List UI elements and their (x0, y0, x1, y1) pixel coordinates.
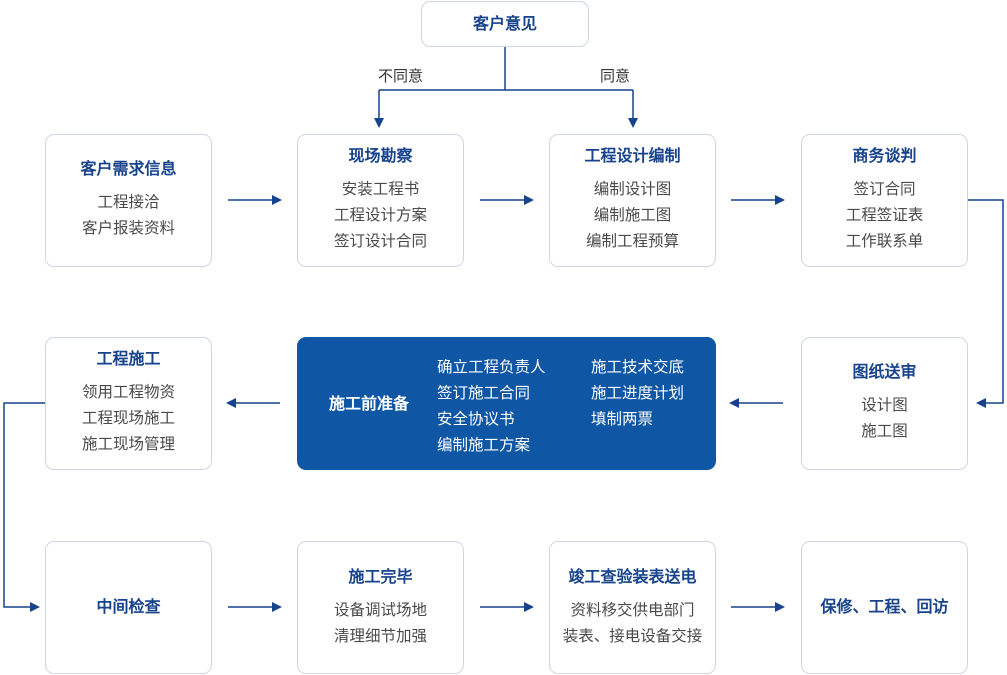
design-title: 工程设计编制 (584, 146, 681, 165)
construction-line-2: 工程现场施工 (81, 409, 175, 427)
design-line-1: 编制设计图 (593, 180, 672, 198)
site-survey-line-1: 安装工程书 (341, 180, 420, 198)
preparation-item: 签订施工合同 (437, 384, 531, 402)
acceptance-box: 竣工查验装表送电 资料移交供电部门 装表、接电设备交接 (549, 541, 716, 674)
arrow-to-inspection (3, 402, 45, 612)
drawing-review-box: 图纸送审 设计图 施工图 (801, 337, 968, 470)
negotiation-line-1: 签订合同 (853, 180, 916, 198)
preparation-item: 施工技术交底 (591, 358, 685, 376)
preparation-item: 施工进度计划 (591, 384, 685, 402)
customer-demand-line-1: 工程接洽 (97, 193, 160, 211)
site-survey-line-3: 签订设计合同 (333, 232, 427, 250)
customer-feedback-title: 客户意见 (472, 14, 537, 33)
preparation-item: 编制施工方案 (437, 436, 531, 454)
design-box: 工程设计编制 编制设计图 编制施工图 编制工程预算 (549, 134, 716, 267)
warranty-title: 保修、工程、回访 (820, 597, 949, 616)
mid-inspection-title: 中间检查 (96, 597, 161, 616)
construction-complete-line-2: 清理细节加强 (333, 627, 427, 645)
disagree-label: 不同意 (378, 67, 424, 85)
arrow-to-review (968, 199, 1004, 408)
preparation-item: 安全协议书 (437, 410, 515, 428)
negotiation-line-3: 工作联系单 (845, 232, 924, 250)
mid-inspection-box: 中间检查 (45, 541, 212, 674)
acceptance-line-1: 资料移交供电部门 (570, 601, 695, 619)
warranty-box: 保修、工程、回访 (801, 541, 968, 674)
construction-complete-line-1: 设备调试场地 (333, 601, 427, 619)
agree-label: 同意 (600, 67, 631, 85)
construction-box: 工程施工 领用工程物资 工程现场施工 施工现场管理 (45, 337, 212, 470)
site-survey-line-2: 工程设计方案 (333, 206, 427, 224)
construction-complete-box: 施工完毕 设备调试场地 清理细节加强 (297, 541, 464, 674)
customer-demand-title: 客户需求信息 (80, 159, 177, 178)
construction-title: 工程施工 (96, 349, 161, 368)
negotiation-line-2: 工程签证表 (845, 206, 924, 224)
site-survey-title: 现场勘察 (348, 146, 413, 165)
negotiation-title: 商务谈判 (852, 146, 917, 165)
preparation-col-1: 确立工程负责人 签订施工合同 安全协议书 编制施工方案 (437, 354, 546, 458)
acceptance-line-2: 装表、接电设备交接 (562, 627, 703, 645)
drawing-review-line-2: 施工图 (861, 422, 908, 440)
customer-demand-line-2: 客户报装资料 (81, 219, 175, 237)
preparation-item: 确立工程负责人 (437, 358, 546, 376)
construction-line-3: 施工现场管理 (81, 435, 175, 453)
negotiation-box: 商务谈判 签订合同 工程签证表 工作联系单 (801, 134, 968, 267)
construction-complete-title: 施工完毕 (348, 567, 413, 586)
construction-line-1: 领用工程物资 (81, 383, 175, 401)
preparation-col-2: 施工技术交底 施工进度计划 填制两票 (591, 354, 684, 432)
preparation-box: 施工前准备 确立工程负责人 签订施工合同 安全协议书 编制施工方案 施工技术交底… (297, 337, 716, 470)
customer-demand-box: 客户需求信息 工程接洽 客户报装资料 (45, 134, 212, 267)
design-line-3: 编制工程预算 (585, 232, 679, 250)
customer-feedback-box: 客户意见 (421, 1, 589, 47)
drawing-review-line-1: 设计图 (861, 396, 908, 414)
preparation-item: 填制两票 (591, 410, 654, 428)
design-line-2: 编制施工图 (593, 206, 672, 224)
acceptance-title: 竣工查验装表送电 (568, 567, 697, 586)
site-survey-box: 现场勘察 安装工程书 工程设计方案 签订设计合同 (297, 134, 464, 267)
preparation-title: 施工前准备 (329, 394, 410, 413)
drawing-review-title: 图纸送审 (852, 362, 917, 381)
